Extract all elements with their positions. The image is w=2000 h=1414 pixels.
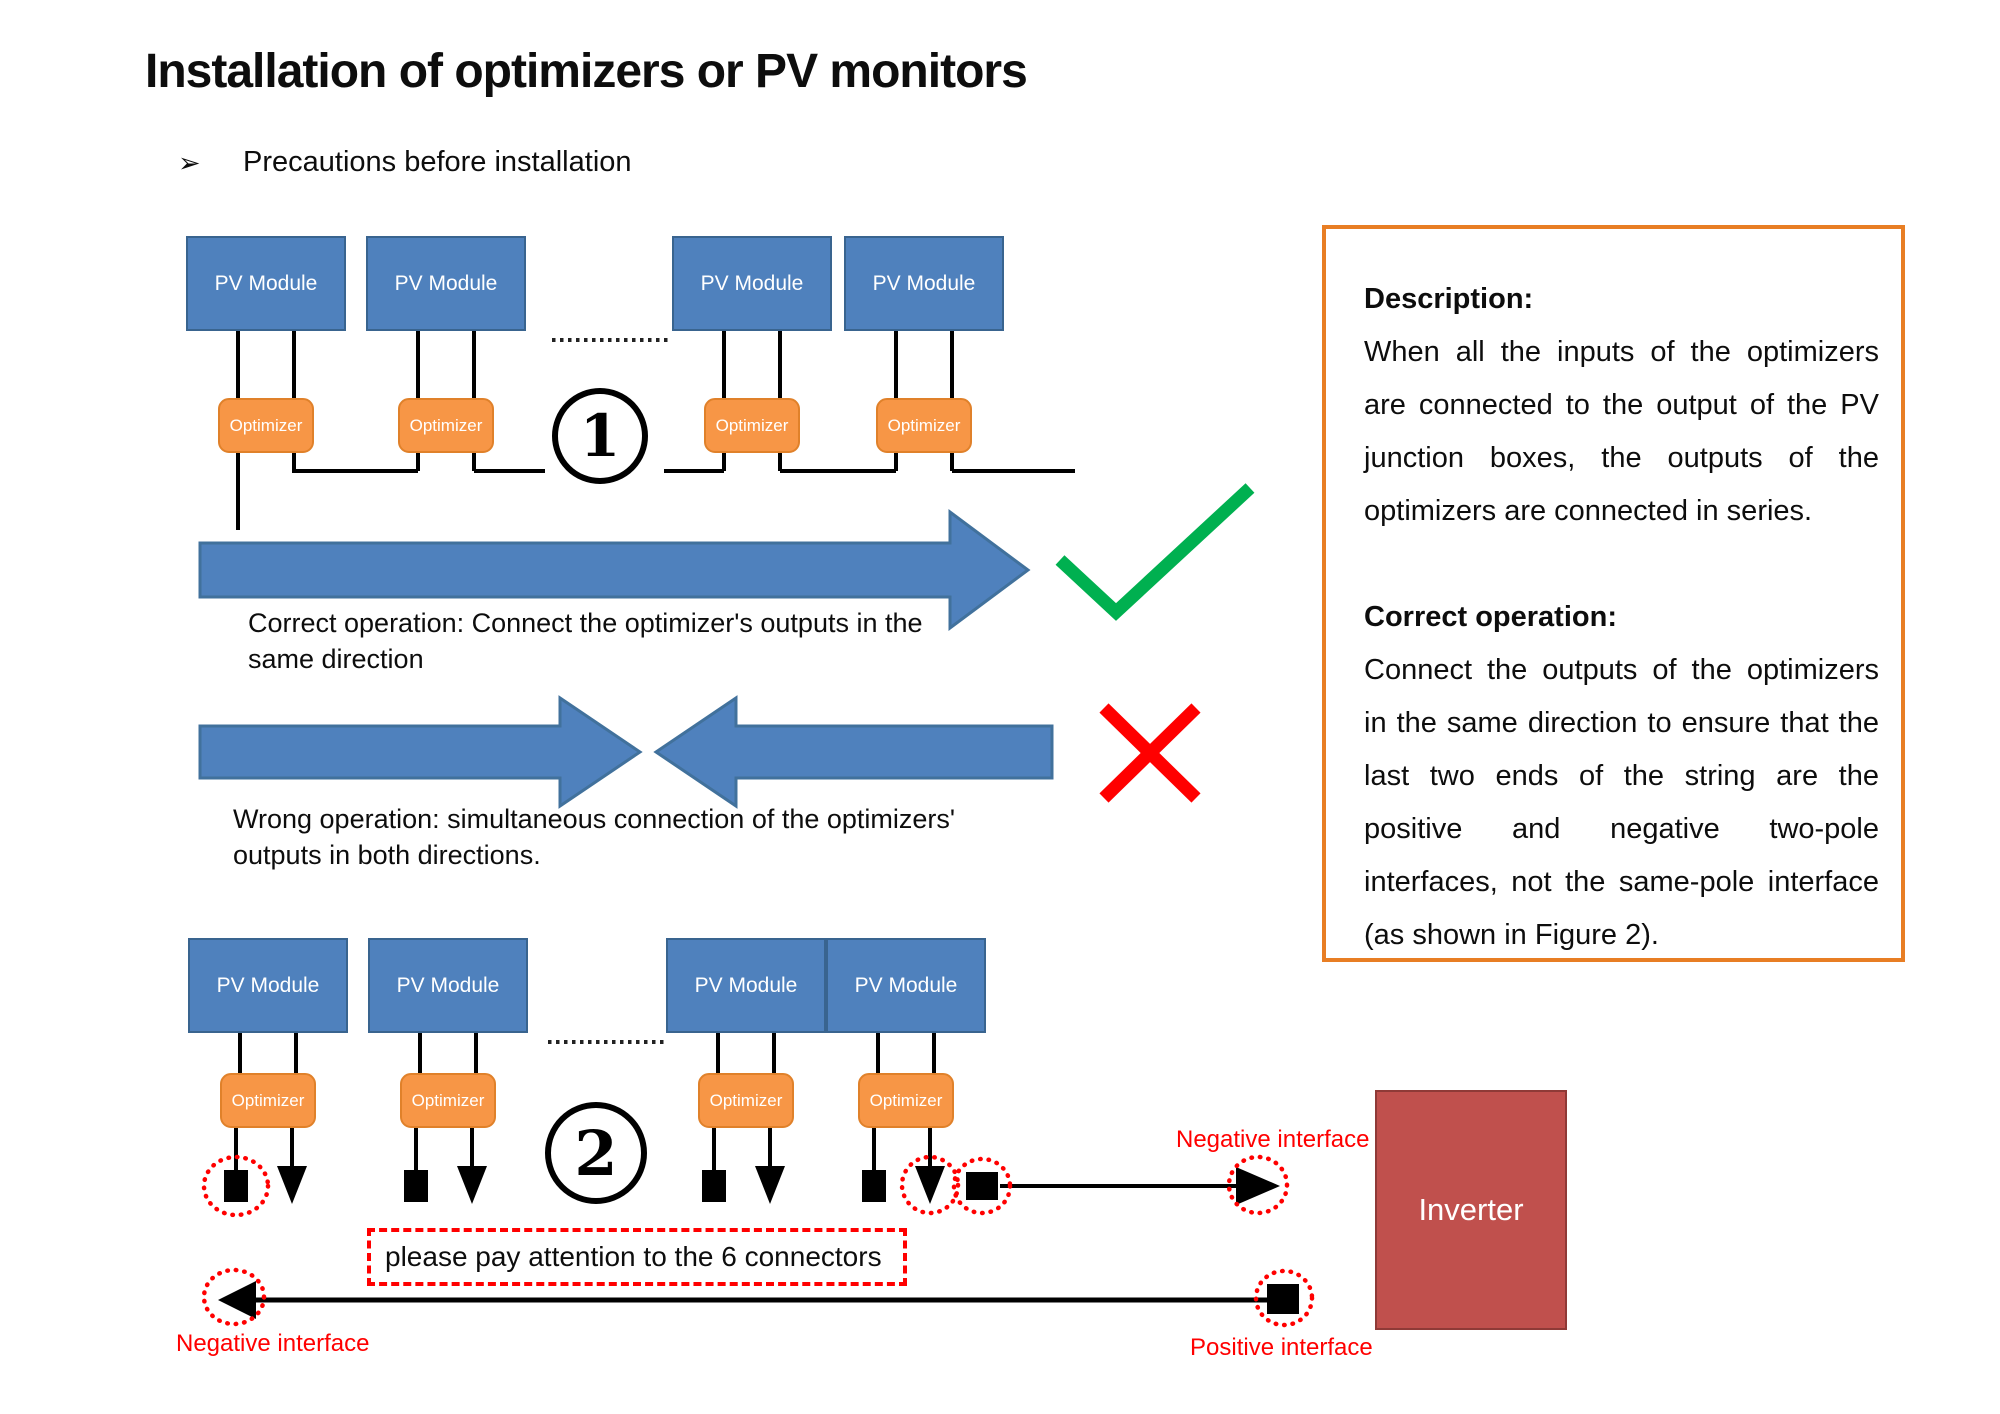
page-title: Installation of optimizers or PV monitor… (145, 45, 1028, 98)
figure1-number: 1 (579, 402, 621, 470)
figure2-number: 2 (574, 1116, 618, 1190)
optimizer-label: Optimizer (709, 1090, 783, 1110)
optimizer-label: Optimizer (231, 1090, 305, 1110)
pv-module-box: PV Module (366, 236, 526, 331)
dotted-circle (201, 1154, 271, 1218)
correct-caption-line2: same direction (248, 644, 424, 674)
pv-module-label: PV Module (214, 271, 318, 295)
negative-interface-label-top: Negative interface (1176, 1126, 1370, 1153)
square-connector (1267, 1284, 1299, 1314)
dotted-circle (201, 1267, 267, 1327)
checkmark-icon (1055, 483, 1255, 621)
description-heading: Description: (1364, 283, 1534, 315)
negative-interface-label-bottom: Negative interface (176, 1330, 370, 1357)
arrow-connector (1236, 1167, 1280, 1205)
description-line: Connect the outputs of the optimizers (1364, 654, 1879, 686)
optimizer-box: Optimizer (858, 1073, 954, 1128)
description-line: are connected to the output of the PV (1364, 389, 1879, 421)
optimizer-box: Optimizer (220, 1073, 316, 1128)
optimizer-box: Optimizer (876, 398, 972, 453)
optimizer-label: Optimizer (411, 1090, 485, 1110)
arrow-connector (218, 1281, 256, 1319)
optimizer-box: Optimizer (218, 398, 314, 453)
optimizer-label: Optimizer (869, 1090, 943, 1110)
arrow-connector (915, 1166, 945, 1204)
figure2-connectors (224, 1166, 998, 1204)
description-line: junction boxes, the outputs of the (1364, 442, 1879, 474)
dotted-circle (951, 1156, 1013, 1216)
pv-module-box: PV Module (188, 938, 348, 1033)
description-line: in the same direction to ensure that the (1364, 707, 1879, 739)
dotted-circle (899, 1154, 961, 1216)
section-subtitle: Precautions before installation (243, 146, 632, 178)
attention-circles (201, 1154, 1315, 1328)
description-panel: Description: When all the inputs of the … (1322, 225, 1905, 962)
dotted-circle (1253, 1268, 1315, 1328)
x-mark-icon (1099, 703, 1201, 803)
optimizer-label: Optimizer (715, 415, 789, 435)
pv-module-label: PV Module (700, 271, 804, 295)
optimizer-box: Optimizer (698, 1073, 794, 1128)
description-line: (as shown in Figure 2). (1364, 919, 1659, 951)
inverter-box: Inverter (1375, 1090, 1567, 1330)
figure2-number-badge: 2 (545, 1102, 647, 1204)
arrow-connector (277, 1166, 307, 1204)
square-connector (404, 1170, 428, 1202)
wrong-direction-arrow-right (198, 695, 643, 809)
pv-module-box: PV Module (186, 236, 346, 331)
description-line: optimizers are connected in series. (1364, 495, 1813, 527)
square-connector (862, 1170, 886, 1202)
optimizer-label: Optimizer (229, 415, 303, 435)
arrow-bullet-icon: ➢ (178, 148, 201, 178)
optimizer-label: Optimizer (887, 415, 961, 435)
description-line: positive and negative two-pole (1364, 813, 1879, 845)
description-line: When all the inputs of the optimizers (1364, 336, 1879, 368)
arrow-connector (755, 1166, 785, 1204)
pv-module-label: PV Module (216, 973, 320, 997)
square-connector (224, 1170, 248, 1202)
pv-module-label: PV Module (394, 271, 498, 295)
correct-direction-arrow (198, 509, 1031, 631)
wrong-caption-line1: Wrong operation: simultaneous connection… (233, 804, 956, 834)
pv-module-label: PV Module (396, 973, 500, 997)
description-line: interfaces, not the same-pole interface (1364, 866, 1879, 898)
wrong-direction-arrow-left (653, 695, 1054, 809)
square-connector (702, 1170, 726, 1202)
wrong-caption-line2: outputs in both directions. (233, 840, 541, 870)
correct-caption-line1: Correct operation: Connect the optimizer… (248, 608, 923, 638)
pv-module-box: PV Module (666, 938, 826, 1033)
pv-module-box: PV Module (672, 236, 832, 331)
pv-module-label: PV Module (694, 973, 798, 997)
pv-module-label: PV Module (872, 271, 976, 295)
figure2-wiring (234, 1033, 936, 1170)
optimizer-box: Optimizer (398, 398, 494, 453)
figure1-number-badge: 1 (552, 388, 648, 484)
description-blank-line (1364, 538, 1879, 591)
inverter-label: Inverter (1418, 1192, 1524, 1227)
optimizer-box: Optimizer (704, 398, 800, 453)
pv-module-box: PV Module (844, 236, 1004, 331)
optimizer-label: Optimizer (409, 415, 483, 435)
correct-operation-heading: Correct operation: (1364, 601, 1617, 633)
square-connector (966, 1172, 998, 1200)
description-line: last two ends of the string are the (1364, 760, 1879, 792)
positive-interface-label: Positive interface (1190, 1334, 1373, 1361)
optimizer-box: Optimizer (400, 1073, 496, 1128)
pv-module-label: PV Module (854, 973, 958, 997)
dotted-circle (1226, 1154, 1290, 1216)
connector-note-text: please pay attention to the 6 connectors (385, 1241, 882, 1272)
figure1-wiring (236, 331, 1075, 530)
connector-note-box: please pay attention to the 6 connectors (367, 1228, 907, 1286)
arrow-connector (457, 1166, 487, 1204)
pv-module-box: PV Module (826, 938, 986, 1033)
pv-module-box: PV Module (368, 938, 528, 1033)
